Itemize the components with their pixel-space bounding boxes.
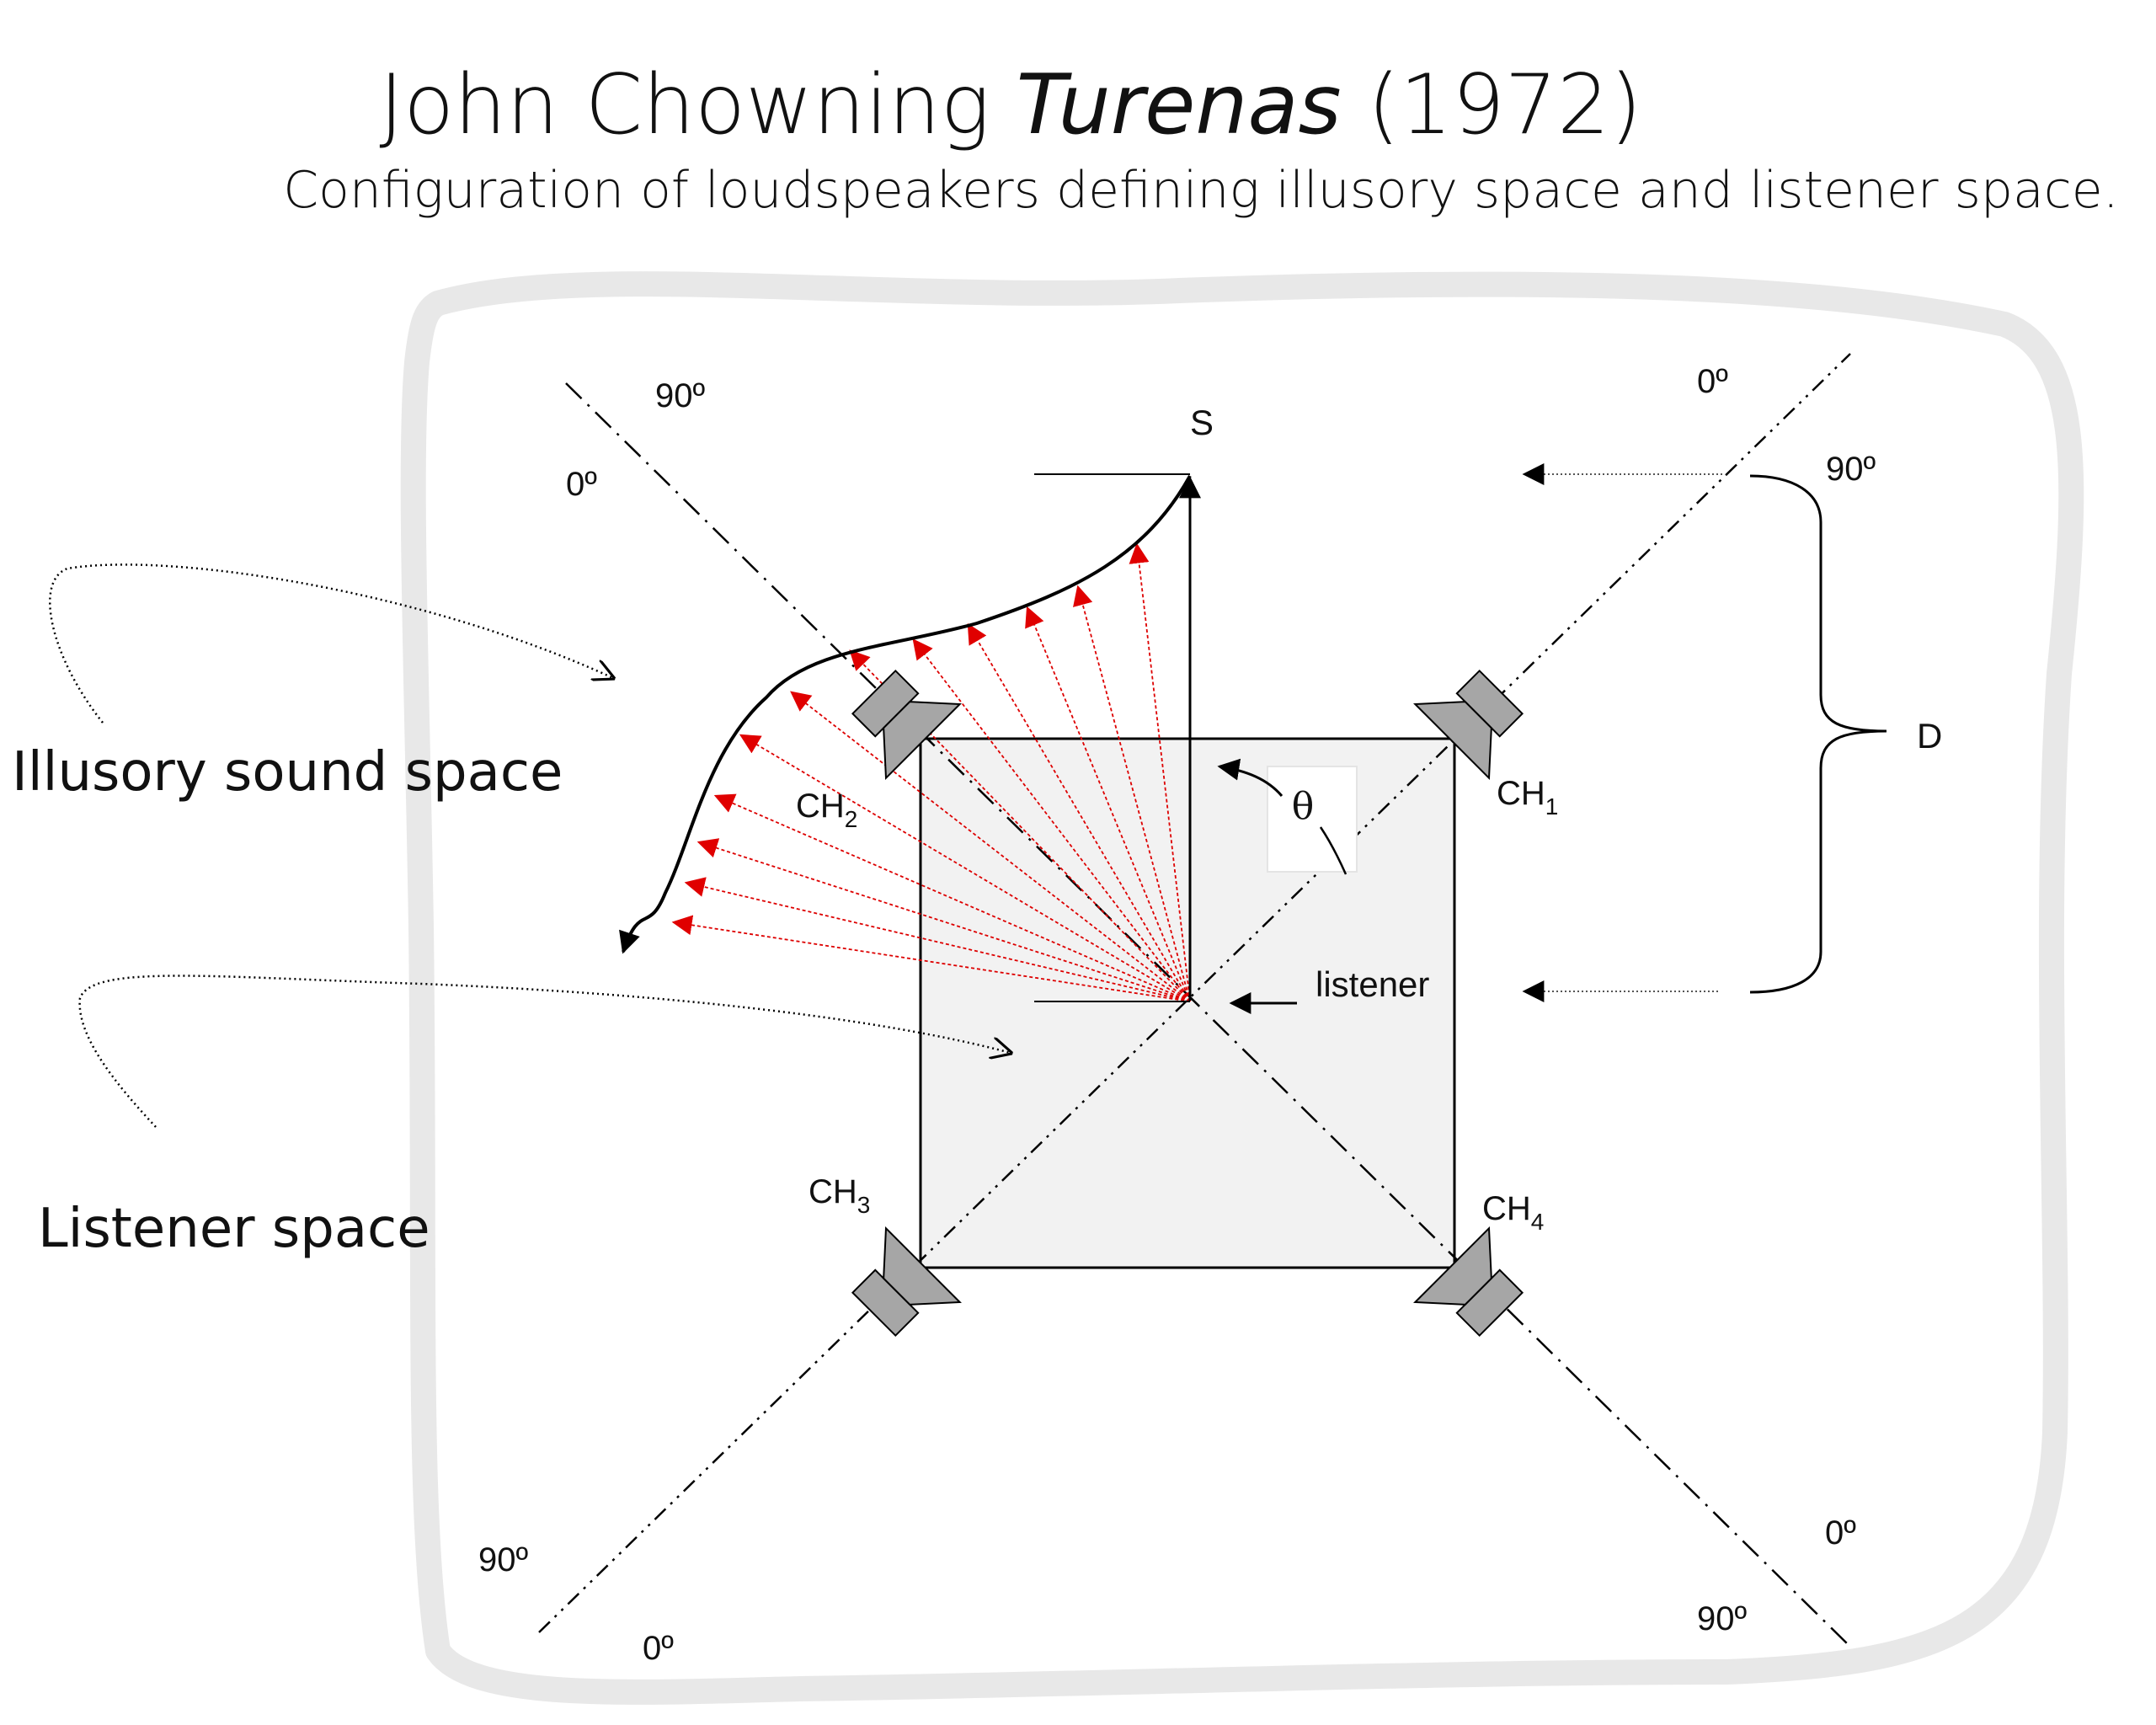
theta-tick [1319,826,1348,875]
sound-path-vector [967,622,1191,1002]
ch4-label-sub: 4 [1531,1209,1545,1235]
ch2-label: CH2 [796,788,857,832]
illusory-pointer [49,563,613,724]
angle-label-tl-0: 0º [566,466,597,503]
ch3-label: CH3 [808,1173,870,1218]
d-brace [1749,474,1887,994]
angle-label-tr-0: 0º [1697,363,1728,400]
title-main: John Chowning [379,57,1016,153]
room-outline [400,271,2084,1705]
ch2-label-sub: 2 [845,806,858,832]
listener-pointer [78,975,1011,1128]
diagonal-ch2-ch4 [565,382,1851,1648]
speaker-ch4 [1413,1226,1524,1338]
angle-label-bl-90: 90º [478,1541,528,1578]
angle-label-br-90: 90º [1697,1600,1747,1637]
title-italic: Turenas [1017,57,1342,153]
angle-label-tr-90: 90º [1826,451,1876,488]
ch1-label: CH1 [1497,775,1558,820]
listener-space-label: Listener space [38,1198,430,1260]
theta-box [1267,766,1358,873]
theta-label: θ [1292,785,1315,828]
ch4-label: CH4 [1482,1190,1544,1235]
sound-path-vector [671,915,1191,1002]
diagonal-ch3-ch1 [538,353,1851,1633]
listener-label: listener [1315,964,1429,1004]
sound-path-vectors [671,542,1191,1002]
speaker-ch1 [1413,669,1524,780]
speaker-ch2 [851,669,962,780]
distance-label: D [1917,716,1942,756]
diagram-title: John Chowning Turenas (1972) [379,57,1641,153]
sound-path-vector [790,691,1191,1002]
ch3-label-base: CH [808,1173,857,1210]
speaker-ch3 [851,1226,962,1338]
illusory-space-label: Illusory sound space [12,741,563,804]
angle-label-br-0: 0º [1825,1514,1856,1551]
source-trajectory [619,475,1192,954]
ch4-label-base: CH [1482,1190,1531,1227]
ch1-label-base: CH [1497,775,1545,812]
angle-label-tl-90: 90º [655,377,705,414]
ch1-label-sub: 1 [1545,793,1559,820]
source-label: S [1190,403,1214,442]
sound-path-vector [849,649,1191,1002]
sound-path-vector [713,793,1191,1002]
sound-path-vector [912,638,1191,1002]
ch3-label-sub: 3 [857,1192,871,1218]
ch2-label-base: CH [796,788,845,825]
sound-path-vector [684,877,1191,1002]
diagram-subtitle: Configuration of loudspeakers defining i… [283,161,2119,220]
sound-path-vector [739,734,1191,1002]
angle-label-bl-0: 0º [643,1630,674,1667]
sound-path-vector [1025,606,1191,1002]
sound-path-vector [1073,585,1191,1002]
theta-arrow [1217,758,1283,797]
title-year: (1972) [1342,57,1642,153]
